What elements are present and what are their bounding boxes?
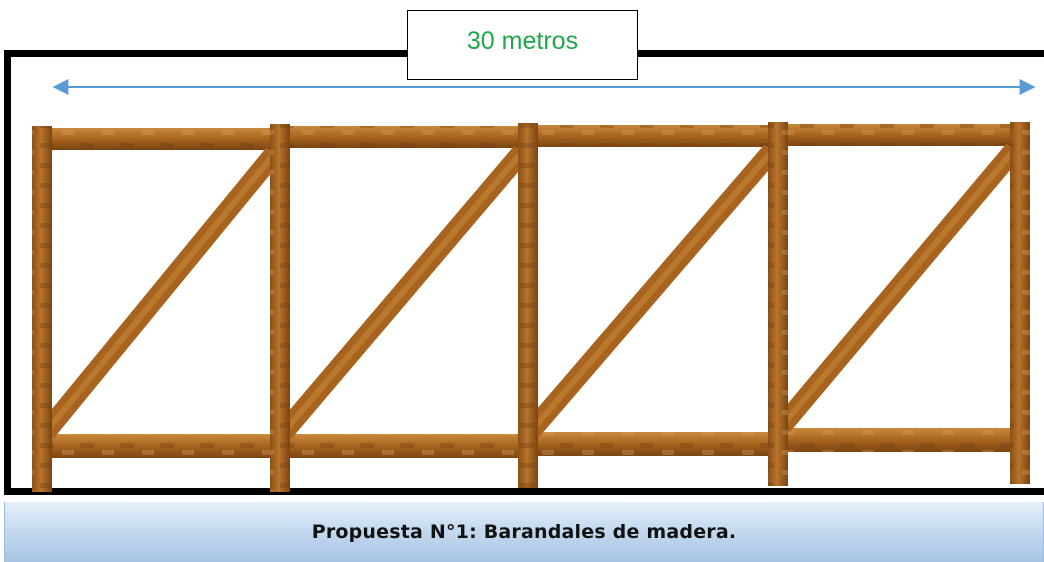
top-rail-grain <box>36 128 286 150</box>
figure-caption: Propuesta N°1: Barandales de madera. <box>311 521 737 543</box>
diagonal-brace-highlight <box>779 148 1017 428</box>
caption-bar: Propuesta N°1: Barandales de madera. <box>4 502 1044 562</box>
top-rail-grain <box>274 126 534 148</box>
fence-post-grain <box>270 124 290 492</box>
diagonal-brace-highlight <box>281 150 525 434</box>
dimension-label-text: 30 metros <box>466 26 579 55</box>
top-rail-grain <box>772 124 1026 146</box>
top-rail-grain <box>522 125 784 147</box>
bottom-rail-grain <box>36 434 286 458</box>
fence-post-grain <box>32 126 52 492</box>
fence-post-grain <box>1010 122 1030 484</box>
fence-post-grain <box>518 123 538 488</box>
diagonal-brace-highlight <box>529 149 775 432</box>
bottom-rail-grain <box>772 428 1026 452</box>
wooden-railing <box>32 122 1030 492</box>
fence-post-grain <box>768 122 788 486</box>
bottom-rail-grain <box>522 432 784 456</box>
diagonal-brace-highlight <box>43 152 277 434</box>
bottom-rail-grain <box>274 434 534 458</box>
dimension-label: 30 metros <box>407 10 638 80</box>
